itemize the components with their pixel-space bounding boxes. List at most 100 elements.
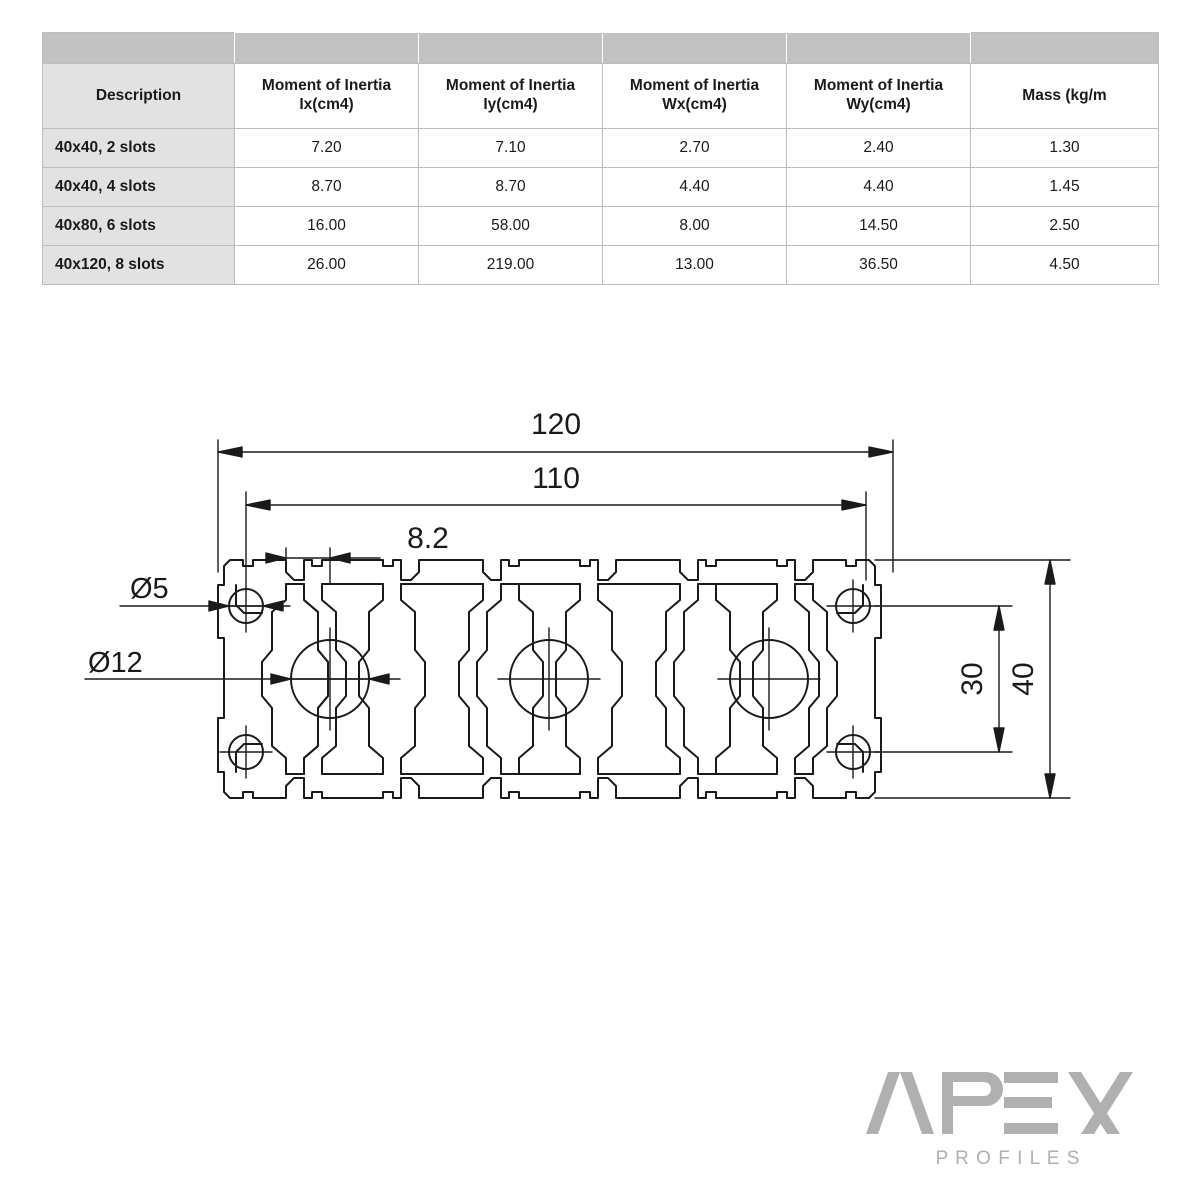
cell-description: 40x80, 6 slots: [42, 206, 235, 246]
band-cell: [42, 32, 235, 64]
dimension-label-inner-height: 30: [956, 662, 989, 695]
dimension-30: [874, 605, 1013, 753]
cell-mass: 1.45: [970, 167, 1159, 207]
cell-wy: 4.40: [786, 167, 971, 207]
band-cell: [970, 32, 1159, 64]
arrow-head: [993, 605, 1005, 631]
arrow-head: [1044, 773, 1056, 799]
profile-technical-drawing: 120 110 8.2 Ø5: [0, 400, 1200, 880]
header-line-2: Wx(cm4): [662, 96, 727, 113]
cell-wx: 4.40: [602, 167, 787, 207]
header-line-2: Iy(cm4): [483, 96, 538, 113]
arrow-head: [1044, 559, 1056, 585]
logo-subtitle: P R O F I L E S: [936, 1148, 1081, 1169]
cell-wx: 13.00: [602, 245, 787, 285]
void-cap: [285, 583, 305, 775]
corner-pocket: [235, 584, 263, 614]
corner-pocket: [836, 743, 864, 773]
logo-letter-e-bottom: [1004, 1123, 1058, 1134]
profile-silhouette: [217, 559, 882, 799]
web-line: [655, 583, 681, 775]
logo-letter-e-top: [1004, 1072, 1058, 1083]
header-line-1: Moment of Inertia: [445, 77, 576, 95]
dimension-label-large-bore: Ø12: [88, 647, 143, 679]
arrow-head: [368, 673, 390, 685]
arrow-head: [217, 446, 243, 458]
arrow-head: [270, 673, 292, 685]
logo-svg: P R O F I L E S: [866, 1072, 1133, 1169]
void-cap: [321, 583, 384, 775]
arrow-head: [841, 499, 867, 511]
table-row: 40x40, 2 slots 7.20 7.10 2.70 2.40 1.30: [42, 128, 1159, 168]
centre-mark: [826, 725, 880, 779]
void-cap: [794, 583, 814, 775]
cell-iy: 8.70: [418, 167, 603, 207]
dimension-label-small-bore: Ø5: [130, 573, 169, 605]
dimension-label-hole-pitch: 110: [532, 462, 580, 495]
corner-pocket: [836, 584, 864, 614]
header-line-2: Ix(cm4): [299, 96, 354, 113]
void-cap: [715, 583, 778, 775]
corner-pocket: [235, 743, 263, 773]
cell-wy: 36.50: [786, 245, 971, 285]
table-row: 40x40, 4 slots 8.70 8.70 4.40 4.40 1.45: [42, 167, 1159, 207]
cell-mass: 1.30: [970, 128, 1159, 168]
cell-mass: 2.50: [970, 206, 1159, 246]
web-line: [476, 583, 502, 775]
dimension-label-overall-width: 120: [531, 408, 581, 441]
cell-ix: 16.00: [234, 206, 419, 246]
web-line: [597, 583, 623, 775]
column-header-wx: Moment of Inertia Wx(cm4): [602, 63, 787, 129]
void-cap: [597, 583, 681, 775]
dimension-40: [874, 559, 1071, 799]
web-line: [400, 583, 426, 775]
logo-letter-a-left: [866, 1072, 900, 1134]
table-header-row: Description Moment of Inertia Ix(cm4) Mo…: [42, 63, 1159, 129]
dimension-8-2: [265, 547, 381, 585]
logo-letter-p-stem: [942, 1072, 953, 1134]
header-line-1: Description: [95, 86, 182, 104]
centre-mark: [219, 725, 273, 779]
arrow-head: [329, 552, 351, 564]
logo-letter-x-1: [1068, 1072, 1120, 1134]
header-line-1: Moment of Inertia: [813, 77, 944, 95]
cell-wy: 14.50: [786, 206, 971, 246]
spec-table-container: Description Moment of Inertia Ix(cm4) Mo…: [42, 32, 1159, 285]
leader-d5: [119, 600, 291, 612]
band-cell: [418, 32, 603, 64]
cell-description: 40x40, 4 slots: [42, 167, 235, 207]
logo-letter-e-mid: [1004, 1097, 1052, 1108]
table-top-band: [42, 32, 1159, 64]
cell-iy: 58.00: [418, 206, 603, 246]
dimension-label-slot-opening: 8.2: [407, 522, 449, 555]
centre-mark: [717, 627, 821, 731]
logo-wordmark: [866, 1072, 1133, 1134]
column-header-iy: Moment of Inertia Iy(cm4): [418, 63, 603, 129]
void-cap: [697, 583, 717, 775]
table-row: 40x80, 6 slots 16.00 58.00 8.00 14.50 2.…: [42, 206, 1159, 246]
arrow-head: [868, 446, 894, 458]
dimension-label-overall-height: 40: [1007, 662, 1040, 695]
cell-ix: 7.20: [234, 128, 419, 168]
void-cap: [500, 583, 520, 775]
dimension-120: [217, 439, 894, 573]
logo-letter-a-right: [900, 1072, 934, 1134]
header-line-2: Wy(cm4): [846, 96, 911, 113]
cell-wx: 8.00: [602, 206, 787, 246]
web-line: [812, 583, 838, 775]
column-header-mass: Mass (kg/m: [970, 63, 1159, 129]
centre-mark: [826, 579, 880, 633]
web-line: [673, 583, 699, 775]
band-cell: [602, 32, 787, 64]
table-row: 40x120, 8 slots 26.00 219.00 13.00 36.50…: [42, 245, 1159, 285]
properties-table: Description Moment of Inertia Ix(cm4) Mo…: [42, 32, 1159, 285]
logo-letter-x-2: [1081, 1072, 1133, 1134]
arrow-head: [993, 727, 1005, 753]
band-cell: [234, 32, 419, 64]
centre-mark: [497, 627, 601, 731]
column-header-ix: Moment of Inertia Ix(cm4): [234, 63, 419, 129]
column-header-wy: Moment of Inertia Wy(cm4): [786, 63, 971, 129]
cross-section-svg: 120 110 8.2 Ø5: [84, 408, 1071, 799]
cell-wy: 2.40: [786, 128, 971, 168]
header-line-1: Mass (kg/m: [1022, 86, 1107, 104]
